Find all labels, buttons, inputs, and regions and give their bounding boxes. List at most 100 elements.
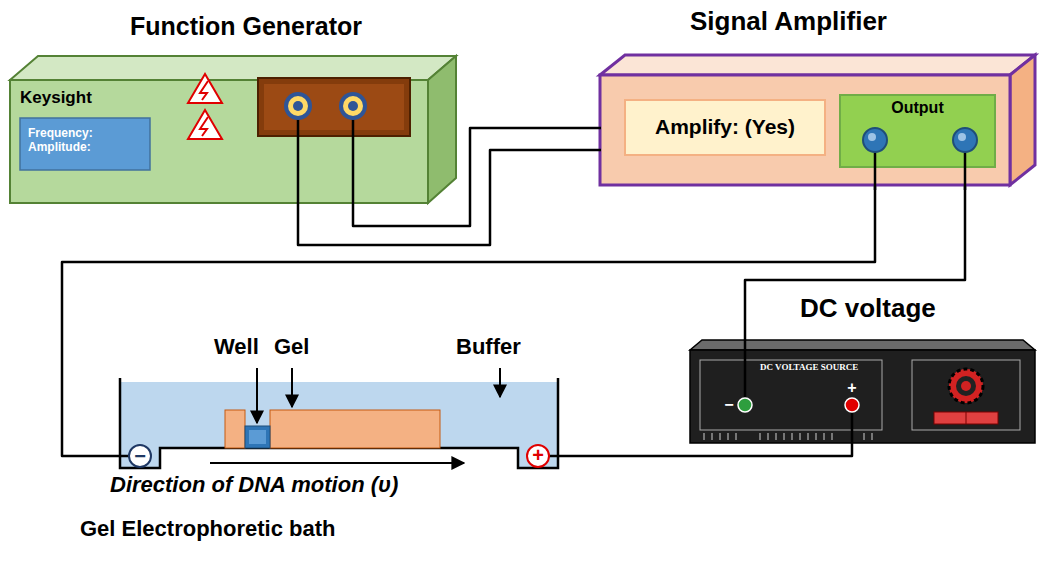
bath-caption: Gel Electrophoretic bath [80, 516, 336, 541]
device-heading: Function Generator [130, 12, 362, 41]
generator-body [428, 56, 456, 203]
text-holder: Signal Amplifier [690, 7, 887, 37]
amplifier-body [840, 95, 995, 167]
text-holder: DC VOLTAGE SOURCE [760, 362, 858, 372]
amplify-setting: Amplify: (Yes) [655, 115, 795, 139]
wire-stub [744, 292, 747, 405]
electrode-sign: + [532, 445, 544, 465]
motion-arrow [210, 463, 464, 464]
vent-slots [759, 433, 761, 440]
warning-symbol [188, 74, 222, 139]
output-jack [863, 128, 887, 152]
wire [580, 450, 852, 456]
control-buttons [934, 412, 998, 424]
terminal-post [845, 398, 859, 412]
connector-panel [258, 78, 410, 136]
warning-symbol [188, 74, 222, 103]
terminal-post [738, 398, 859, 412]
vent-slots [735, 433, 737, 440]
warning-symbol [200, 117, 208, 136]
settings-display: Frequency: Amplitude: [20, 118, 150, 170]
bnc-jack [284, 92, 312, 120]
vent-slots [823, 433, 825, 440]
amplifier-body [600, 75, 1010, 185]
vent-slots [783, 433, 785, 440]
output-title: Output [840, 99, 995, 117]
device-heading: Signal Amplifier [690, 7, 887, 37]
vent-slots [711, 433, 713, 440]
text-holder: Amplify: (Yes) [625, 100, 825, 155]
vent-slots [767, 433, 769, 440]
vent-slots [799, 433, 801, 440]
text-holder: Buffer [456, 336, 521, 358]
electrophoresis-bath [120, 378, 558, 468]
part-label: Well [214, 336, 259, 358]
amplifier-body [600, 55, 1035, 185]
warning-symbol [188, 110, 222, 139]
dc-source-body [690, 350, 1035, 443]
bnc-jack [348, 101, 358, 111]
text-holder: Frequency: Amplitude: [28, 127, 128, 155]
text-holder: + [847, 380, 856, 396]
vent-slots [727, 433, 729, 440]
generator-body [20, 118, 150, 170]
electrode [527, 445, 549, 467]
electrophoresis-bath [120, 382, 558, 468]
control-buttons [934, 412, 998, 424]
bnc-jack [339, 92, 367, 120]
terminal-post [738, 398, 752, 412]
function-generator: Function GeneratorKeysightFrequency: Amp… [8, 8, 458, 208]
electrode [129, 445, 151, 467]
agarose-gel [249, 430, 266, 444]
output-jack [958, 133, 966, 141]
vent-slots [719, 433, 721, 440]
terminal-sign: − [724, 397, 733, 413]
agarose-gel [225, 410, 245, 448]
wire-stub [297, 106, 300, 208]
output-panel: Output [840, 95, 995, 167]
control-buttons [966, 412, 967, 424]
motion-arrow [210, 462, 464, 464]
leader-arrow [499, 368, 501, 397]
text-holder: Function Generator [130, 12, 362, 41]
generator-body [10, 56, 456, 80]
part-label: Gel [274, 336, 309, 358]
dc-source-body [690, 340, 1035, 350]
terminal-sign: + [847, 380, 856, 396]
motion-caption: Direction of DNA motion (υ) [110, 474, 398, 496]
vent-slots [831, 433, 833, 440]
text-holder: Output [840, 99, 995, 117]
wire-stub [549, 455, 580, 458]
wire-stub [595, 127, 601, 130]
dc-voltage-source: DC voltage DC VOLTAGE SOURCE [685, 292, 1040, 450]
vent-slots [775, 433, 777, 440]
vent-slots [704, 433, 872, 440]
output-jack [868, 133, 876, 141]
agarose-gel [270, 410, 440, 448]
dc-source-body [690, 340, 1035, 443]
text-holder: DC voltage [800, 294, 936, 324]
bnc-jack [284, 92, 367, 120]
signal-amplifier: Signal AmplifierAmplify: (Yes) Output [595, 5, 1041, 190]
text-holder: − [724, 397, 733, 413]
text-holder: Direction of DNA motion (υ) [110, 474, 398, 496]
text-holder: Keysight [20, 88, 92, 108]
vent-slots [815, 433, 817, 440]
voltage-knob [956, 376, 976, 396]
agarose-gel [245, 426, 270, 448]
bnc-jack [343, 96, 363, 116]
device-heading: DC voltage [800, 294, 936, 324]
dc-source-body [912, 360, 1020, 430]
vent-slots [791, 433, 793, 440]
text-holder: Gel [274, 336, 309, 358]
voltage-knob [961, 381, 971, 391]
voltage-knob [949, 369, 983, 403]
wire-stub [595, 149, 601, 152]
part-label: Buffer [456, 336, 521, 358]
wire-stub [80, 455, 129, 458]
amplifier-body [625, 100, 825, 155]
brand-name: Keysight [20, 88, 92, 108]
connector-panel [258, 78, 410, 136]
leader-arrow [256, 368, 258, 423]
